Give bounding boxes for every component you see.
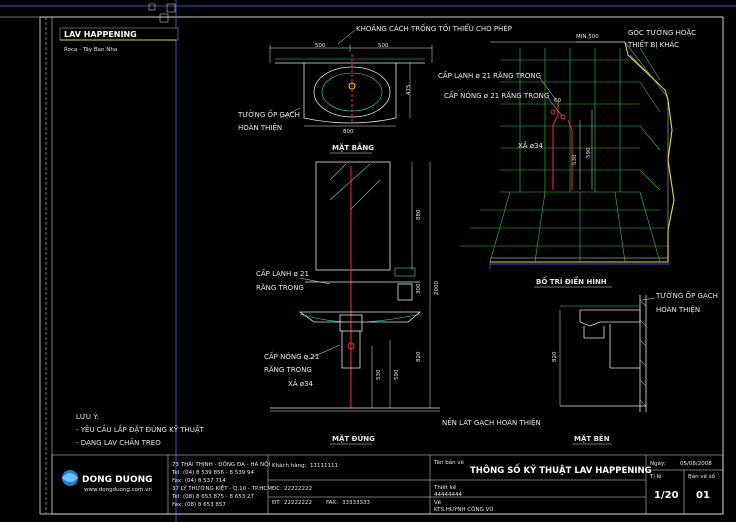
address-line-3: Fax: (04) 8 537 714 — [172, 478, 226, 484]
iso-label-corner-2: THIẾT BỊ KHÁC — [627, 39, 679, 49]
iso-label-corner-1: GÓC TƯỜNG HOẶC — [628, 28, 696, 37]
front-label-hot-2: RĂNG TRONG — [264, 365, 312, 374]
drawing-name: THÔNG SỐ KỸ THUẬT LAV HAPPENING — [470, 463, 652, 476]
plan-view-title: MẶT BẰNG — [332, 142, 374, 152]
plan-dim-depth: 475 — [406, 84, 412, 95]
product-header: LAV HAPPENING Roca - Tây Ban Nha — [59, 27, 179, 53]
iso-dim-590: 590 — [586, 147, 592, 158]
iso-label-cold: CẤP LẠNH ø 21 RĂNG TRONG — [438, 70, 541, 80]
dt-label: ĐT: — [272, 500, 281, 506]
product-subtitle: Roca - Tây Ban Nha — [64, 46, 117, 53]
company-name: DONG DUONG — [82, 475, 153, 485]
sheet-value: 01 — [696, 490, 710, 501]
fax-label: FAX: — [326, 500, 338, 506]
notes-line-2: - DẠNG LAV CHÂN TREO — [76, 438, 161, 447]
title-block: DONG DUONG www.dongduong.com.vn 73 THÁI … — [51, 454, 724, 515]
side-label-wall-2: HOÀN THIỆN — [656, 305, 700, 314]
product-title: LAV HAPPENING — [64, 30, 137, 39]
iso-label-min: MIN.500 — [576, 34, 599, 40]
notes-heading: LƯU Ý: — [76, 412, 99, 421]
front-label-cold-2: RĂNG TRONG — [256, 283, 304, 292]
address-line-5: Tel: (08) 8 653 875 - 8 653 27 — [171, 494, 254, 500]
iso-view-title: BỐ TRÍ ĐIỂN HÌNH — [536, 276, 607, 286]
drafter-label: Vẽ — [434, 500, 442, 506]
drawing-name-label: Tên bản vẽ — [433, 459, 465, 466]
side-label-wall-1: TƯỜNG ỐP GẠCH — [655, 290, 718, 300]
front-dim-820: 820 — [416, 351, 422, 362]
front-label-cold-1: CẤP LẠNH ø 21 — [256, 268, 309, 278]
company-logo — [62, 470, 78, 486]
front-view: 880 300 2000 820 530 590 CẤP LẠNH ø 21 R… — [256, 161, 541, 445]
customer-value: 11111111 — [310, 463, 338, 469]
designer-value: 44444444 — [434, 492, 462, 498]
iso-view: MIN.500 GÓC TƯỜNG HOẶC THIẾT BỊ KHÁC CẤP… — [438, 28, 696, 288]
plan-label-wall-2: HOÀN THIỆN — [238, 123, 282, 132]
designer-label: Thiết kế — [433, 484, 457, 491]
scale-value: 1/20 — [654, 490, 679, 501]
front-dim-300: 300 — [416, 283, 422, 294]
address-line-4: 37 LÝ THƯỜNG KIỆT - Q.10 - TP.HCM — [172, 484, 272, 492]
iso-dim-530: 530 — [572, 154, 578, 165]
company-website: www.dongduong.com.vn — [84, 487, 152, 493]
drafter-value: KTS.HUỲNH CÔNG VŨ — [434, 506, 493, 513]
address-line-6: Fax: (08) 8 653 857 — [172, 502, 226, 508]
plan-dim-total: 800 — [343, 129, 354, 135]
front-label-floor: NỀN LÁT GẠCH HOÀN THIỆN — [442, 417, 541, 427]
notes-line-1: - YÊU CẦU LẮP ĐẶT ĐÚNG KỸ THUẬT — [76, 424, 205, 434]
front-dim-total: 2000 — [434, 281, 440, 295]
iso-label-hot: CẤP NÓNG ø 21 RĂNG TRONG — [444, 90, 549, 100]
plan-view: 500 500 800 475 KHOẢNG CÁCH TRỐNG TỐI TH… — [237, 23, 512, 154]
customer-label: Khách hàng: — [272, 462, 307, 469]
iso-label-drain: XẢ ø34 — [518, 141, 544, 150]
front-label-hot-1: CẤP NÓNG ø 21 — [264, 351, 319, 361]
front-dim-mirror: 880 — [416, 209, 422, 220]
side-view-title: MẶT BÊN — [574, 434, 610, 443]
plan-dim-right: 500 — [378, 43, 389, 49]
dt-value: 22222222 — [284, 500, 312, 506]
plan-label-wall-1: TƯỜNG ỐP GẠCH — [237, 109, 300, 119]
dc-value: 22222222 — [284, 486, 312, 492]
front-view-title: MẶT ĐỨNG — [332, 434, 375, 443]
front-dim-590: 590 — [394, 369, 400, 380]
date-value: 05/08/2008 — [680, 461, 712, 467]
plan-dim-left: 500 — [315, 43, 326, 49]
plan-label-clearance: KHOẢNG CÁCH TRỐNG TỐI THIỂU CHO PHÉP — [356, 23, 512, 33]
iso-dim-60: 60 — [554, 98, 561, 104]
dc-label: ĐC: — [272, 486, 282, 492]
scale-label: Tỉ lệ — [649, 473, 662, 480]
sheet-label: Bản vẽ số — [688, 473, 716, 480]
side-view: 820 TƯỜNG ỐP GẠCH HOÀN THIỆN MẶT BÊN — [552, 290, 718, 445]
date-label: Ngày: — [650, 460, 666, 467]
notes: LƯU Ý: - YÊU CẦU LẮP ĐẶT ĐÚNG KỸ THUẬT -… — [76, 412, 205, 447]
address-line-2: Tel: (04) 8 539 856 - 8 539 94 — [171, 470, 254, 476]
front-dim-530: 530 — [376, 369, 382, 380]
address-line-1: 73 THÁI THỊNH - ĐỐNG ĐA - HÀ NỘI — [172, 460, 270, 468]
fax-value: 33333333 — [342, 500, 370, 506]
front-label-drain: XẢ ø34 — [288, 379, 314, 388]
side-dim-820: 820 — [552, 351, 558, 362]
